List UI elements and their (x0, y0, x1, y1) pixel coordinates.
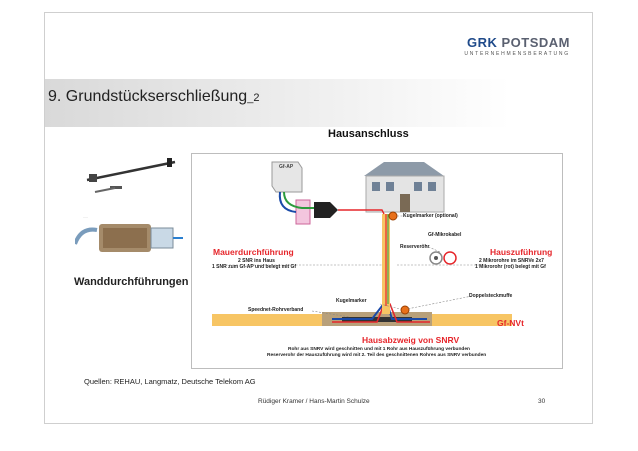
page-number: 30 (538, 398, 546, 405)
sources-note: Quellen: REHAU, Langmatz, Deutsche Telek… (84, 377, 256, 386)
photo-caption: Wanddurchführungen (74, 276, 189, 288)
hausabzweig-line2: Reserverohr der Hauszuführung wird mit 2… (267, 353, 487, 358)
hausabzweig-title: Hausabzweig von SNRV (362, 335, 460, 345)
speednet-rohrverband-label: Speednet-Rohrverband (248, 307, 304, 313)
gf-ap-box (271, 161, 311, 225)
hauszufuehrung-title: Hauszuführung (490, 247, 553, 257)
kugelmarker-label: Kugelmarker (336, 298, 367, 304)
doppelsteckmuffe-sleeve (342, 317, 412, 322)
slide-title-text: 9. Grundstückserschließung (48, 88, 248, 105)
feedthrough-sleeve-photo: ····· (75, 215, 183, 252)
mauerdurchfuehrung-line2: 1 SNR zum Gf-AP und belegt mit Gf (212, 264, 297, 270)
gf-ap-blue-cable (278, 191, 297, 213)
slide-title: 9. Grundstückserschließung_2 (48, 88, 259, 106)
wall-feedthrough-photos: ····· (75, 158, 183, 252)
gf-nvt-label: Gf-NVt (497, 318, 524, 328)
house-illustration (364, 162, 445, 213)
leader-lines (222, 215, 482, 318)
wall-feedthrough-pink (295, 199, 311, 225)
doppelsteckmuffe-label: Doppelsteckmuffe (469, 293, 513, 299)
title-band (45, 79, 592, 127)
gf-mikrokabel-label: Gf-Mikrokabel (428, 232, 462, 238)
mauerdurchfuehrung-title: Mauerdurchführung (213, 247, 294, 257)
feedthrough-rod-photo (86, 158, 176, 193)
wall-entry-arrow (314, 202, 338, 218)
logo-tagline: UNTERNEHMENSBERATUNG (464, 51, 570, 57)
gf-ap-green-cable (283, 191, 322, 209)
gf-ap-label: Gf-AP (279, 164, 294, 170)
kugelmarker-ball (400, 305, 410, 315)
footer-authors: Rüdiger Kramer / Hans-Martin Schulze (258, 398, 370, 405)
kugelmarker-optional-ball (388, 211, 398, 221)
hausabzweig-line1: Rohr aus SNRV wird geschnitten und mit 1… (288, 347, 470, 352)
reserverohr-coil (429, 251, 457, 265)
mauerdurchfuehrung-line1: 2 SNR ins Haus (238, 258, 275, 264)
slide-title-suffix: _2 (247, 92, 260, 104)
reserverohr-label: Reserverohr (400, 244, 430, 250)
grk-potsdam-logo: GRK POTSDAM UNTERNEHMENSBERATUNG (464, 35, 570, 57)
hauszufuehrung-line1: 2 Mikrorohre im SNRVe 2x7 (479, 258, 544, 264)
svg-text:·····: ····· (83, 215, 88, 219)
house-connection-diagram: Gf-AP Kugelmarker (optional) Gf-Mikrokab… (191, 153, 563, 369)
diagram-subtitle: Hausanschluss (328, 128, 409, 140)
logo-brand-potsdam: POTSDAM (501, 35, 570, 50)
logo-brand-grk: GRK (466, 35, 498, 50)
hauszufuehrung-line2: 1 Mikrorohr (rot) belegt mit Gf (475, 264, 546, 270)
kugelmarker-optional-label: Kugelmarker (optional) (403, 213, 458, 219)
red-cable-into-house (338, 209, 385, 215)
logo-brand: GRK POTSDAM (464, 35, 570, 50)
diagram-graphics (212, 161, 512, 326)
